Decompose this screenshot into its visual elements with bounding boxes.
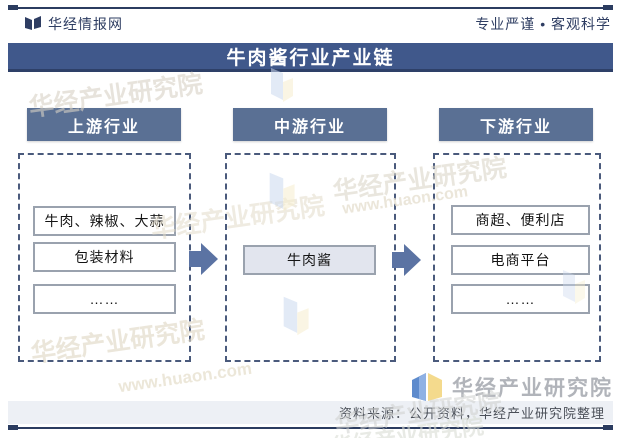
site-logo-icon	[24, 15, 42, 31]
footer-brand: 华经产业研究院	[410, 371, 613, 403]
title-bar: 牛肉酱行业产业链	[8, 43, 613, 72]
upstream-item: ……	[33, 284, 176, 314]
column-header-downstream: 下游行业	[439, 108, 593, 141]
page-title: 牛肉酱行业产业链	[226, 47, 395, 69]
source-note: 资料来源：公开资料，华经产业研究院整理	[338, 406, 605, 421]
divider-cap	[8, 425, 18, 430]
arrow-right-icon	[189, 242, 219, 276]
arrow-right-icon	[392, 243, 422, 277]
column-header-upstream: 上游行业	[27, 108, 181, 141]
downstream-group-box	[433, 153, 601, 362]
site-slogan: 专业严谨 • 客观科学	[475, 16, 611, 32]
book-logo-icon	[410, 372, 444, 402]
downstream-item: ……	[451, 284, 590, 314]
source-bar: 资料来源：公开资料，华经产业研究院整理	[8, 401, 613, 424]
top-divider	[8, 5, 613, 10]
midstream-item: 牛肉酱	[243, 245, 376, 275]
column-header-midstream: 中游行业	[233, 108, 387, 141]
divider-cap	[8, 5, 18, 10]
upstream-item: 牛肉、辣椒、大蒜	[33, 206, 176, 236]
downstream-item: 商超、便利店	[451, 205, 590, 235]
bottom-divider	[8, 425, 613, 430]
footer-brand-name: 华经产业研究院	[452, 377, 613, 400]
site-name: 华经情报网	[48, 16, 123, 32]
upstream-item: 包装材料	[33, 242, 176, 272]
divider-cap	[603, 5, 613, 10]
downstream-item: 电商平台	[451, 245, 590, 275]
brand-row: 华经情报网 专业严谨 • 客观科学	[8, 13, 613, 35]
divider-cap	[603, 425, 613, 430]
